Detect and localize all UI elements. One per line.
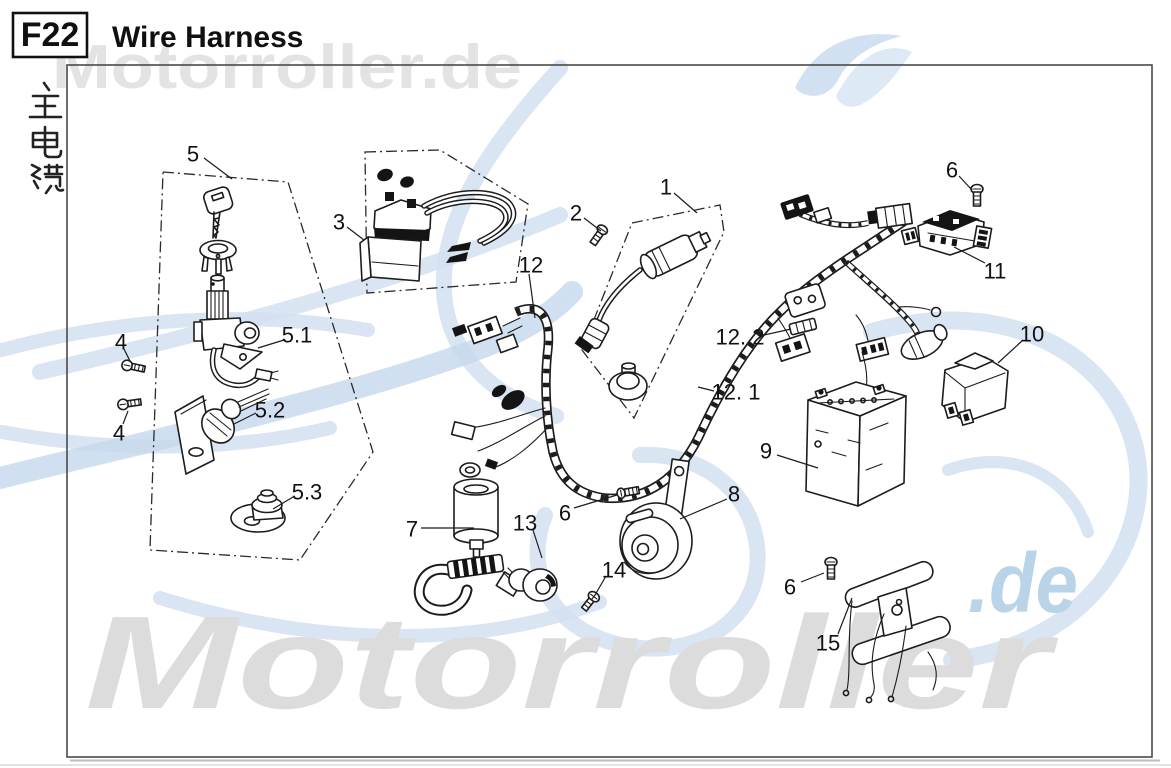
callout-label-4: 4 — [115, 330, 127, 355]
callout-leader-4 — [122, 410, 129, 425]
section-code: F22 — [21, 16, 80, 54]
flasher-relay — [941, 352, 1009, 426]
condenser — [453, 478, 499, 558]
callout-leader-10 — [997, 339, 1024, 364]
callout-label-7: 7 — [406, 517, 418, 542]
callout-label-12--2: 12. 2 — [716, 325, 765, 350]
callout-leader-6 — [800, 572, 825, 583]
callout-label-9: 9 — [760, 439, 772, 464]
ignition-switch — [193, 274, 279, 389]
bracket-bars — [842, 560, 951, 704]
callout-label-12--1: 12. 1 — [712, 380, 761, 405]
ignition-coil-group — [574, 204, 725, 420]
screw-6a — [970, 183, 984, 207]
side-label-chinese — [28, 81, 65, 195]
callout-leader-12--2 — [759, 328, 792, 337]
callout-label-13: 13 — [513, 511, 537, 536]
lock-set-group — [149, 171, 374, 561]
seat-lock-switch — [174, 388, 270, 475]
callout-label-2: 2 — [570, 201, 582, 226]
screw-4b — [117, 398, 143, 411]
ignition-coil — [639, 230, 712, 280]
ignition-coil-enclosure — [581, 204, 725, 420]
callout-leader-6 — [958, 175, 973, 191]
cdi-unit — [900, 210, 993, 256]
starter-relay — [359, 189, 517, 282]
callout-label-3: 3 — [333, 210, 345, 235]
callout-label-5-1: 5.1 — [282, 323, 313, 348]
callout-leader-6 — [573, 494, 618, 509]
callout-label-5: 5 — [187, 142, 199, 167]
page-title: Wire Harness — [112, 21, 303, 54]
drawing-frame — [66, 64, 1153, 758]
harness-upper-connectors — [780, 194, 914, 229]
harness-right-connectors — [774, 283, 948, 391]
horn — [619, 458, 693, 580]
callout-leader-15 — [837, 597, 853, 635]
callout-label-5-2: 5.2 — [255, 398, 286, 423]
watermark-bottom: Motorroller — [85, 589, 1059, 736]
callout-leader-12 — [528, 273, 536, 319]
callout-leader-5-2 — [233, 412, 257, 425]
callout-label-11: 11 — [984, 259, 1007, 284]
relay-small — [784, 283, 826, 318]
callout-leader-8 — [679, 498, 728, 520]
lock-ring — [199, 239, 237, 275]
callout-leader-9 — [776, 454, 819, 469]
callout-label-15: 15 — [816, 631, 840, 656]
callout-leader-5-1 — [257, 339, 285, 349]
callout-label-5-3: 5.3 — [292, 480, 323, 505]
swoosh-tail-upper — [795, 34, 902, 96]
callout-label-12: 12 — [519, 253, 543, 278]
callout-leader-14 — [594, 575, 607, 596]
callout-label-1: 1 — [660, 175, 672, 200]
callout-leader-11 — [953, 246, 986, 264]
callout-label-6: 6 — [946, 158, 958, 183]
callout-leader-1 — [673, 192, 698, 214]
coil-on-harness — [900, 323, 948, 360]
lock-cap — [230, 489, 286, 533]
callout-leader-4 — [123, 348, 131, 362]
callout-label-14: 14 — [602, 558, 626, 583]
callout-leader-3 — [346, 226, 365, 241]
spark-plug-cap — [413, 553, 558, 616]
starter-relay-group — [359, 149, 529, 294]
watermark-top: Motorroller.de — [52, 33, 522, 102]
callout-leader-5-3 — [272, 496, 294, 510]
screw-2 — [589, 224, 609, 247]
callout-leader-12--1 — [697, 386, 715, 392]
callout-label-10: 10 — [1020, 322, 1044, 347]
watermark-de-suffix: .de — [968, 536, 1078, 630]
section-code-box — [11, 11, 89, 59]
callout-leader-13 — [532, 529, 543, 559]
callout-leader-2 — [583, 217, 602, 232]
callout-label-8: 8 — [728, 482, 740, 507]
grommet — [608, 362, 648, 401]
swoosh-tail-lower — [836, 48, 912, 107]
callout-label-4: 4 — [113, 421, 125, 446]
screw-4a — [121, 359, 147, 373]
harness-left-connectors — [450, 315, 550, 478]
key — [202, 186, 234, 239]
battery — [805, 381, 907, 507]
screw-6c — [824, 556, 838, 580]
fuse — [788, 317, 818, 336]
callout-label-6: 6 — [784, 575, 796, 600]
ring-terminal — [930, 306, 942, 318]
callout-label-6: 6 — [559, 501, 571, 526]
callout-leader-5 — [203, 157, 233, 180]
screw-6b — [616, 485, 641, 499]
